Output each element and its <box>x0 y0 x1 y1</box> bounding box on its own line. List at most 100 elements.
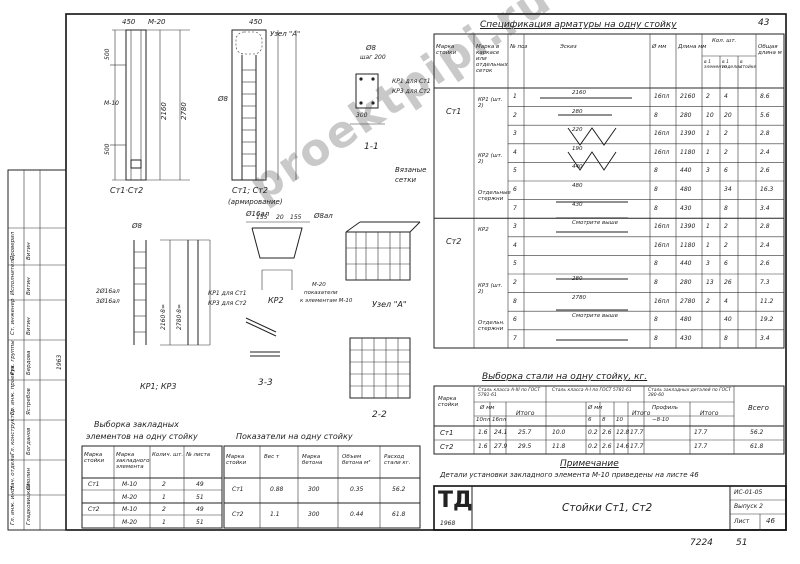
sec11-step: шаг 200 <box>360 54 386 61</box>
steel-h3: 8 <box>602 417 606 423</box>
stamp-role: Проверил <box>10 231 16 260</box>
steel-h2-it3: Итого <box>700 410 719 417</box>
kr2-d8: Ø8ал <box>314 212 333 220</box>
spec-n1: 1 <box>706 223 710 231</box>
cage-elevation <box>231 29 297 181</box>
section-1-1 <box>350 73 385 125</box>
kr2-label: КР2 <box>268 296 284 305</box>
steel-h2-d1: Ø мм <box>480 405 495 411</box>
spec-len: 480 <box>680 186 692 193</box>
spec-kp: КР1 (шт. 2) <box>478 97 503 109</box>
spec-total: 11.2 <box>760 297 774 305</box>
stamp-name: Богданов <box>26 427 32 455</box>
spec-d: 8 <box>654 167 658 175</box>
spec-kp: КР2 <box>478 227 489 234</box>
spec-mark: Ст2 <box>446 237 462 247</box>
steel-cell: 2.6 <box>602 429 612 436</box>
spec-n1: 1 <box>706 130 710 138</box>
spec-pos: 2 <box>513 111 517 119</box>
spec-header: Марка в каркасе или отдельных сеток <box>476 44 508 74</box>
sec11-d8: Ø8 <box>366 44 376 52</box>
spec-len: 430 <box>680 204 692 212</box>
steel-h3: 16пл <box>492 417 507 423</box>
embedded-cell: 49 <box>196 506 204 513</box>
spec-sketch: 220 <box>572 127 583 134</box>
spec-len: 1390 <box>680 223 696 231</box>
spec-len: 2160 <box>680 93 696 100</box>
stamp-name: Бердова <box>26 350 32 375</box>
kr1-mark-2: 3Ø16ал <box>96 298 120 305</box>
note-title: Примечание <box>560 459 619 469</box>
spec-header: Длина мм <box>678 44 707 50</box>
welded-label-1: Вязаные <box>395 166 427 174</box>
footer-page: 51 <box>736 538 748 548</box>
embedded-cell: Ст1 <box>88 481 100 488</box>
welded-label-2: сетки <box>395 176 417 184</box>
spec-pos: 3 <box>513 130 517 138</box>
steel-cell: Ст2 <box>440 443 454 451</box>
spec-total: 2.8 <box>760 130 770 138</box>
indicators-header: Марка стойки <box>226 454 247 466</box>
steel-cell: 10.0 <box>552 429 566 436</box>
indicators-cell: Ст1 <box>232 486 244 493</box>
spec-n1: 2 <box>706 297 710 305</box>
kr1-dim-2780: 2780·8= <box>176 303 183 330</box>
indicators-title: Показатели на одну стойку <box>236 432 353 441</box>
embedded-header: Марка стойки <box>84 452 105 464</box>
steel-cell: 12.8 <box>616 429 630 436</box>
kr2-dim-1: 155 <box>256 214 268 221</box>
spec-pos: 5 <box>513 167 517 175</box>
spec-total: 7.3 <box>760 279 770 286</box>
title-block-grid <box>433 485 787 531</box>
doc-code: ИС-01-05 <box>734 489 763 496</box>
spec-subheader: в 1 элементе <box>704 60 727 70</box>
kr1-kr3-elevation <box>133 239 211 346</box>
sec11-kp1: КР1 для Ст1 <box>392 78 431 85</box>
sheet-title: Стойки Ст1, Ст2 <box>562 502 653 514</box>
embedded-table-grid <box>81 445 223 529</box>
spec-subheader: в стойке <box>740 60 757 70</box>
spec-kp: КР2 (шт. 2) <box>478 152 503 165</box>
spec-mark: Ст1 <box>446 107 462 116</box>
spec-sketch: Смотрите выше <box>572 220 618 227</box>
spec-sketch: 2160 <box>572 90 586 96</box>
sheet-number: 46 <box>766 517 775 525</box>
spec-n1: 3 <box>706 260 710 268</box>
spec-n1: 2 <box>706 93 710 100</box>
spec-d: 8 <box>654 111 658 119</box>
page-number: 43 <box>758 18 770 28</box>
steel-h2-prof: Профиль <box>652 405 679 411</box>
node-a-label: Узел "А" <box>270 30 301 38</box>
spec-d: 8 <box>654 316 658 324</box>
embedded-header: Марка закладного элемента <box>116 452 150 470</box>
spec-d: 16пл <box>654 130 670 138</box>
spec-total: 5.6 <box>760 111 770 119</box>
column-name: Ст1·Ст2 <box>110 186 144 195</box>
spec-total: 16.3 <box>760 186 774 193</box>
spec-header: Марка стойки <box>436 44 457 56</box>
embedded-cell: 49 <box>196 481 204 488</box>
indicators-cell: Ст2 <box>232 511 244 518</box>
cage-sub: (армирование) <box>228 198 283 206</box>
steel-h-mark: Марка стойки <box>438 396 459 408</box>
indicators-cell: 300 <box>308 511 320 518</box>
spec-pos: 6 <box>513 316 517 324</box>
spec-d: 16пл <box>654 148 670 156</box>
steel-h-a1: Сталь класса А-I по ГОСТ 5781-61 <box>552 388 632 393</box>
spec-kp: Отдельные стержни <box>478 190 511 202</box>
spec-sketch: 480 <box>572 183 583 189</box>
indicators-header: Марка бетона <box>302 454 323 466</box>
kr1-dim-2160: 2160·8= <box>160 303 167 330</box>
spec-d: 16пл <box>654 241 670 249</box>
spec-len: 2780 <box>680 297 696 305</box>
kr1-d8: Ø8 <box>132 222 142 230</box>
spec-header: № поз <box>510 44 528 50</box>
indicators-header: Объем бетона м³ <box>342 454 371 466</box>
spec-total: 2.6 <box>760 260 770 268</box>
spec-d: 8 <box>654 186 658 193</box>
spec-d: 16пл <box>654 93 670 100</box>
spec-n2: 8 <box>724 204 728 212</box>
node-note-2: показатели <box>304 290 338 296</box>
spec-table-grid <box>433 33 785 349</box>
embedded-cell: М-10 <box>122 481 137 488</box>
